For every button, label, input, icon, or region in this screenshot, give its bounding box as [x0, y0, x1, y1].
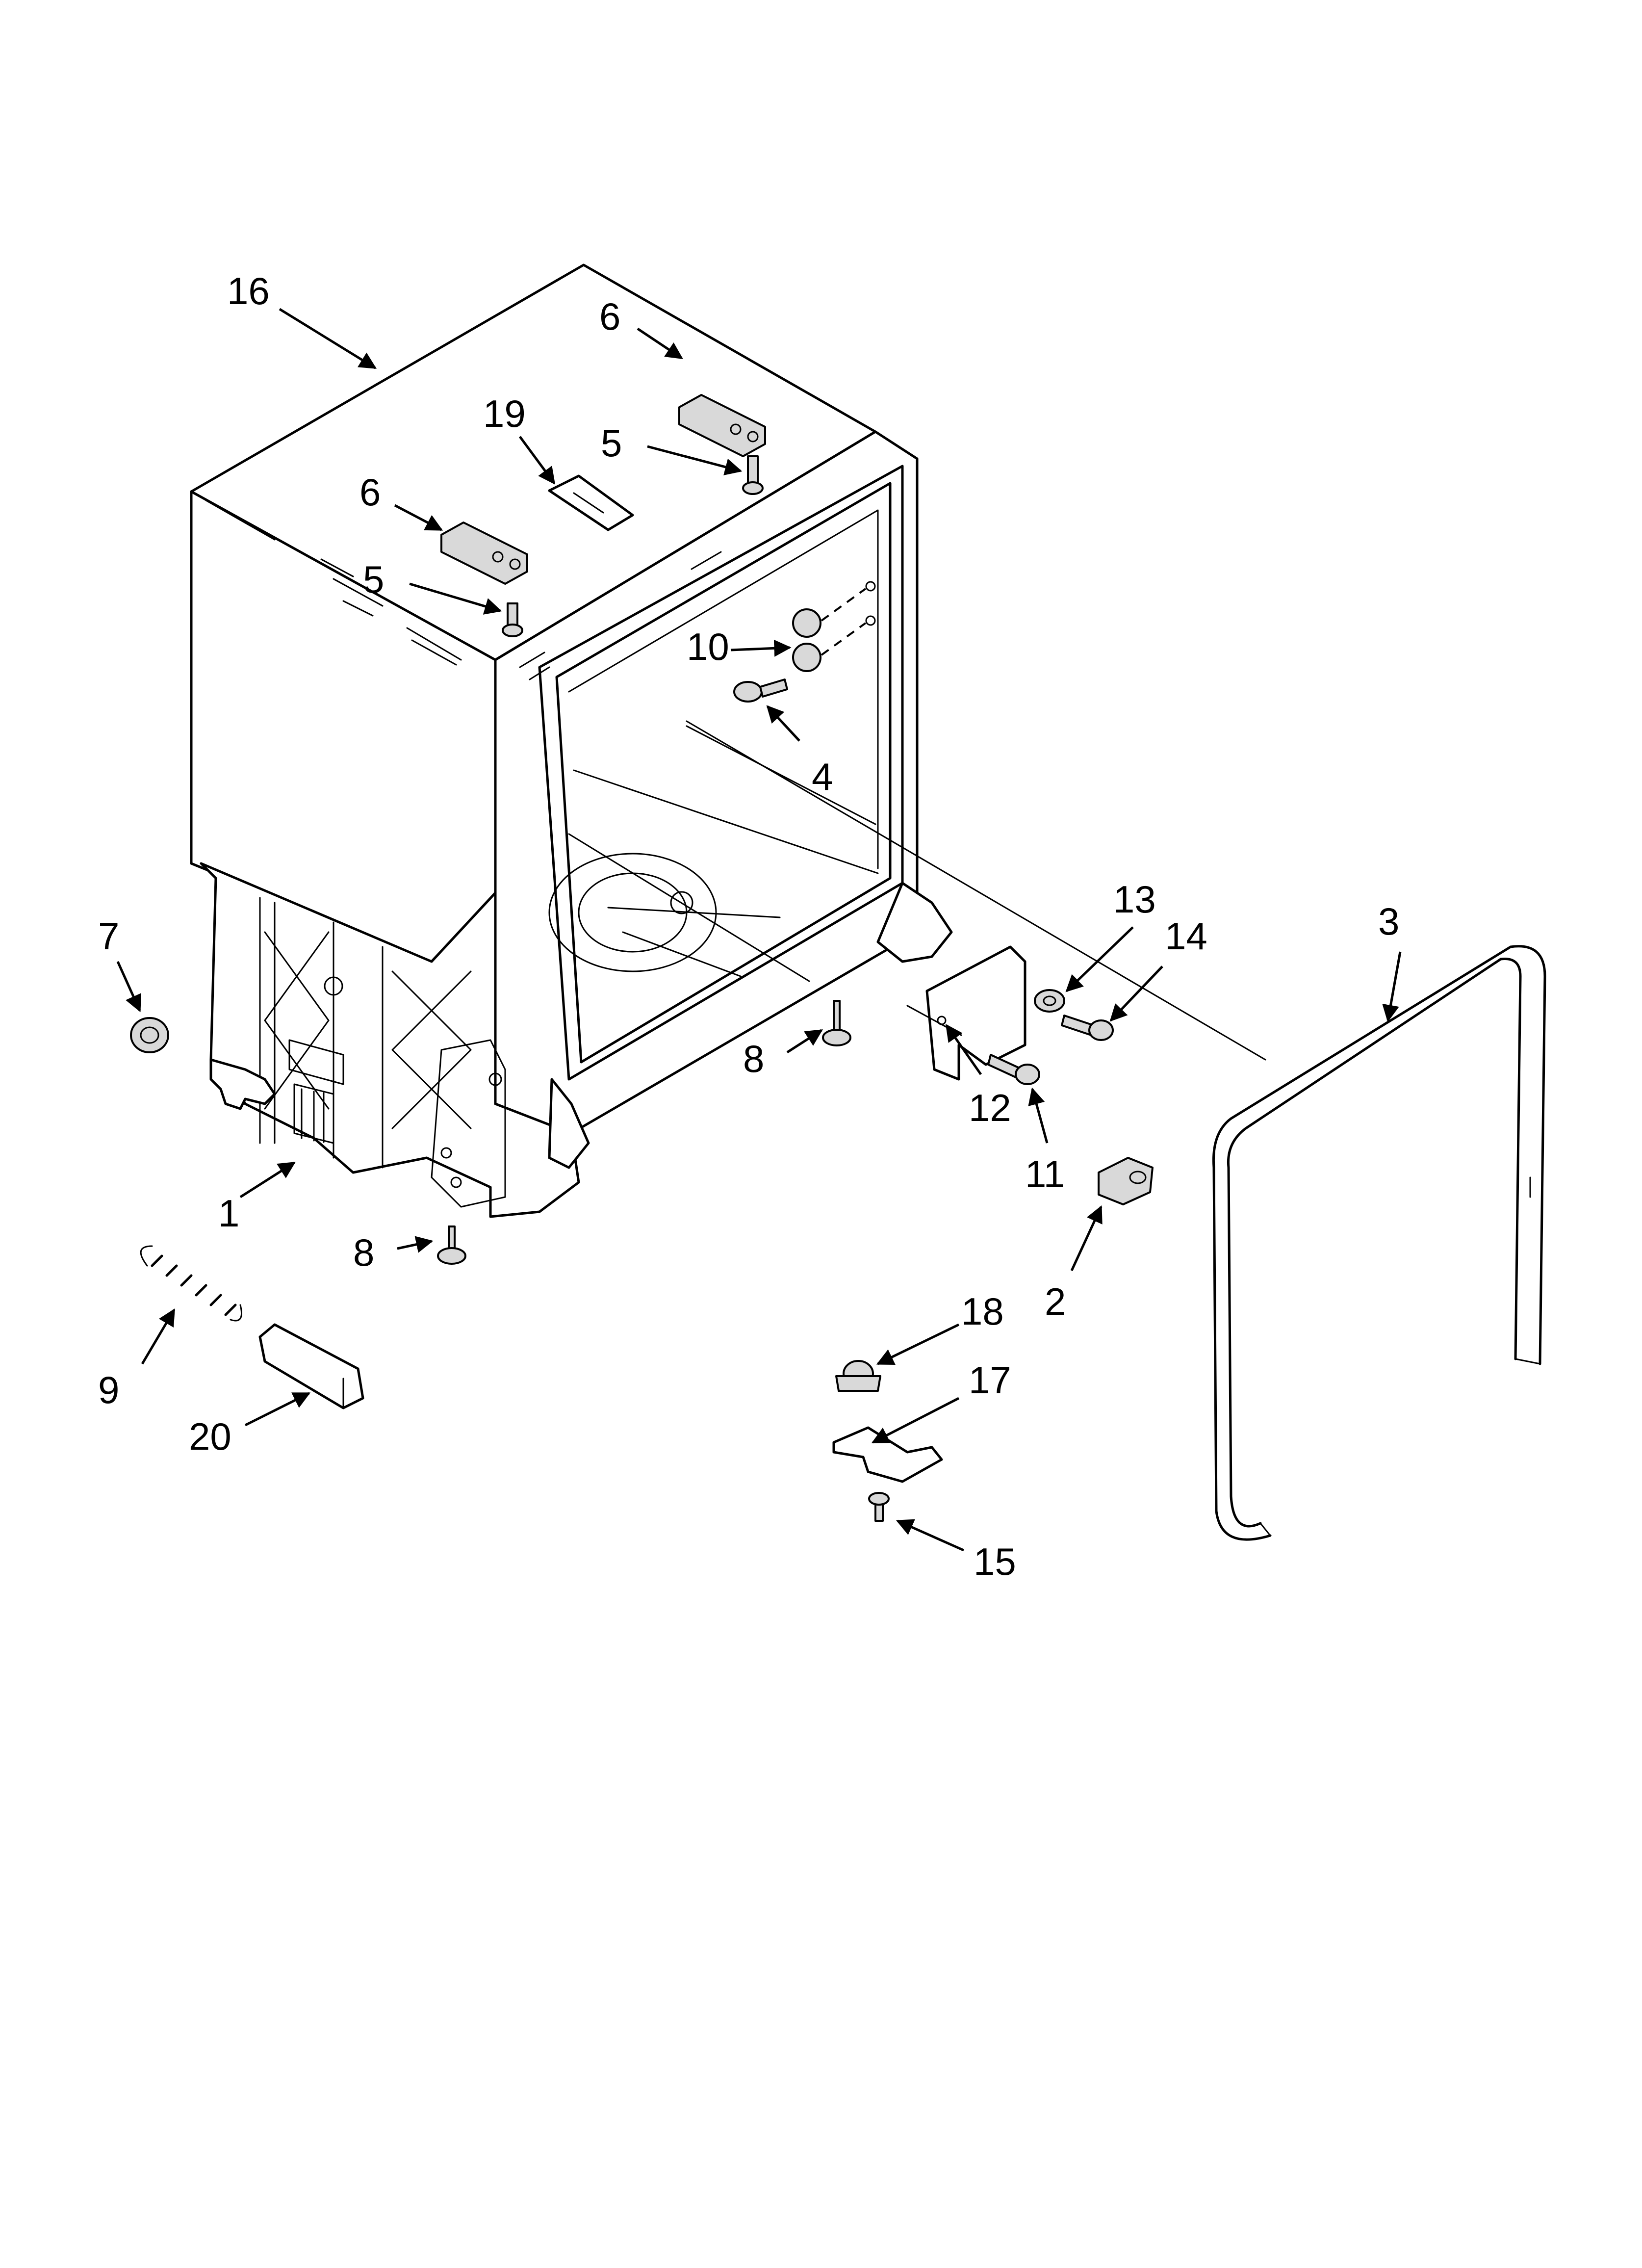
hinge-bracket-lower [440, 521, 528, 585]
callout-labels: 16 6 6 19 5 5 10 4 13 14 3 7 8 8 12 11 1… [98, 269, 1399, 1583]
callout-18: 18 [961, 1290, 1004, 1333]
screw-14 [1061, 1015, 1114, 1041]
callout-8-lower: 8 [353, 1231, 374, 1274]
callout-16: 16 [227, 269, 270, 313]
callout-9: 9 [98, 1368, 119, 1411]
callout-7: 7 [98, 914, 119, 958]
callout-10: 10 [687, 625, 729, 668]
insulation-pad [258, 1323, 364, 1409]
screw-upper [742, 455, 764, 495]
callout-5-upper: 5 [601, 421, 622, 465]
screw-roller [733, 678, 788, 703]
thermostat [835, 1360, 881, 1392]
callout-1: 1 [218, 1192, 239, 1235]
roller-pair [792, 581, 876, 672]
door-gasket [1212, 945, 1546, 1541]
callout-20: 20 [189, 1415, 231, 1458]
callout-4: 4 [812, 755, 833, 798]
leader-lines [116, 308, 1402, 1552]
screw-lower [502, 602, 523, 637]
reference-line [686, 720, 1266, 1061]
callout-13: 13 [1113, 878, 1156, 921]
callout-14: 14 [1165, 914, 1207, 958]
clip-round [130, 1017, 169, 1053]
nameplate [548, 474, 634, 531]
bracket-screw-15 [868, 1492, 890, 1522]
callout-2: 2 [1045, 1280, 1066, 1323]
leveling-leg-upper [822, 1000, 851, 1046]
callout-5-lower: 5 [363, 558, 384, 601]
bracket-screw [987, 1054, 1040, 1085]
callout-15: 15 [974, 1540, 1016, 1583]
callout-17: 17 [969, 1358, 1011, 1402]
callout-11: 11 [1025, 1152, 1065, 1196]
callout-12: 12 [969, 1086, 1011, 1129]
callout-6-lower: 6 [359, 470, 381, 514]
leveling-leg-lower [437, 1225, 466, 1265]
hinge-bracket-upper [678, 394, 766, 457]
callout-8-upper: 8 [743, 1037, 764, 1080]
door-strike [1098, 1157, 1154, 1205]
tub-assembly [190, 263, 953, 1218]
mounting-bracket [906, 945, 1026, 1081]
callout-19: 19 [483, 392, 526, 435]
callout-6-upper: 6 [599, 295, 620, 338]
callout-3: 3 [1378, 900, 1399, 943]
washer [1034, 989, 1065, 1013]
door-spring [140, 1245, 242, 1322]
